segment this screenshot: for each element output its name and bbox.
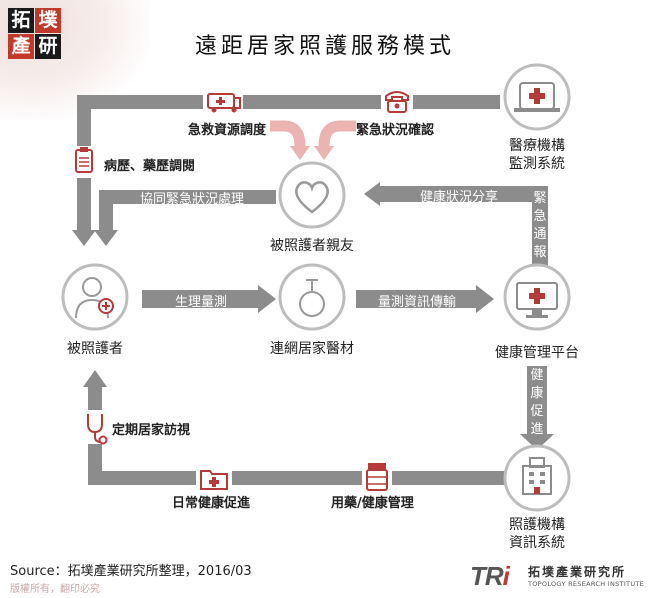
logo-char-3: 產 xyxy=(8,34,34,59)
device-icon xyxy=(299,279,325,317)
ambulance-icon xyxy=(203,90,243,114)
transmit-arrowhead xyxy=(476,285,494,313)
source-note: Source：拓墣產業研究所整理，2016/03 xyxy=(10,564,252,579)
hospital-node xyxy=(503,63,571,131)
brand-logo: 拓 墣 產 研 xyxy=(8,8,62,60)
top-flow-line xyxy=(77,95,500,232)
cooperate-line xyxy=(99,190,276,232)
transmit-label: 量測資訊傳輸 xyxy=(377,295,456,310)
stethoscope-icon xyxy=(80,410,110,445)
tri-logo-i: i xyxy=(502,561,510,591)
medical-history-label: 病歷、藥歷調閱 xyxy=(104,159,196,174)
platform-label: 健康管理平台 xyxy=(495,345,579,361)
building-icon xyxy=(522,457,552,495)
page-title: 遠距居家照護服務模式 xyxy=(194,34,455,59)
promote-line xyxy=(527,366,547,436)
notify-char-3: 通 xyxy=(533,227,547,242)
notify-char-2: 急 xyxy=(533,209,547,224)
tri-logo-cn: 拓墣產業研究所 xyxy=(528,565,627,579)
hospital-bed-icon xyxy=(514,82,560,112)
patient-label: 被照護者 xyxy=(67,341,123,357)
notify-char-1: 緊 xyxy=(533,191,547,206)
care-node xyxy=(503,444,571,512)
care-label: 照護機構 資訊系統 xyxy=(480,516,594,552)
care-label-line2: 資訊系統 xyxy=(509,535,565,551)
logo-char-4: 研 xyxy=(35,34,61,59)
medicine-bottle-icon xyxy=(362,460,392,494)
tri-logo-r: R xyxy=(484,561,504,591)
platform-node xyxy=(503,263,571,331)
emergency-confirm-arrowhead xyxy=(314,146,334,160)
emergency-dispatch-arrow xyxy=(270,120,306,150)
physio-arrowhead xyxy=(258,285,276,313)
device-label: 連網居家醫材 xyxy=(270,341,354,357)
cooperate-label: 協同緊急狀況處理 xyxy=(139,192,244,207)
device-node xyxy=(278,263,346,331)
care-label-line1: 照護機構 xyxy=(509,517,565,533)
notify-char-4: 報 xyxy=(533,245,547,260)
monitor-icon xyxy=(516,282,558,318)
patient-node xyxy=(61,263,129,331)
physio-label: 生理量測 xyxy=(174,295,227,310)
heart-icon xyxy=(295,181,329,214)
hospital-label: 醫療機構 監測系統 xyxy=(480,137,594,173)
health-share-line xyxy=(378,186,548,270)
emergency-dispatch-label: 急救資源調度 xyxy=(188,123,267,138)
logo-char-2: 墣 xyxy=(35,8,61,33)
health-share-label: 健康狀況分享 xyxy=(419,190,498,205)
promote-char-1: 健 xyxy=(530,368,544,383)
promote-char-3: 促 xyxy=(530,404,544,419)
medication-label: 用藥/健康管理 xyxy=(331,496,414,511)
daily-health-label: 日常健康促進 xyxy=(172,496,251,511)
tri-logo-t: T xyxy=(470,561,486,591)
home-visit-label: 定期居家訪視 xyxy=(112,423,191,438)
home-medical-icon xyxy=(196,464,232,492)
emergency-confirm-arrow xyxy=(318,120,356,150)
top-flow-arrowhead xyxy=(72,230,96,246)
hospital-label-line2: 監測系統 xyxy=(509,156,565,172)
phone-icon xyxy=(381,88,413,116)
emergency-dispatch-arrowhead xyxy=(290,146,310,160)
tri-logo-mark: TRi xyxy=(470,561,510,592)
logo-char-1: 拓 xyxy=(8,8,34,33)
tri-logo-en: TOPOLOGY RESEARCH INSTITUTE xyxy=(528,580,645,588)
cooperate-arrowhead xyxy=(94,230,118,246)
promote-char-2: 康 xyxy=(530,386,544,401)
transmit-line xyxy=(356,290,478,308)
promote-arrowhead xyxy=(520,434,554,450)
bottom-flow-arrowhead xyxy=(83,370,107,387)
family-node xyxy=(278,161,346,229)
tri-logo: TRi 拓墣產業研究所 TOPOLOGY RESEARCH INSTITUTE xyxy=(470,561,645,593)
hospital-label-line1: 醫療機構 xyxy=(509,138,565,154)
emergency-confirm-label: 緊急狀況確認 xyxy=(356,123,435,138)
physio-line xyxy=(142,290,260,308)
copyright-note: 版權所有，翻印必究 xyxy=(10,584,100,595)
health-share-arrowhead xyxy=(364,182,380,206)
family-label: 被照護者親友 xyxy=(270,238,354,254)
clipboard-icon xyxy=(72,146,96,178)
promote-char-4: 進 xyxy=(530,422,544,437)
person-icon xyxy=(75,277,114,319)
